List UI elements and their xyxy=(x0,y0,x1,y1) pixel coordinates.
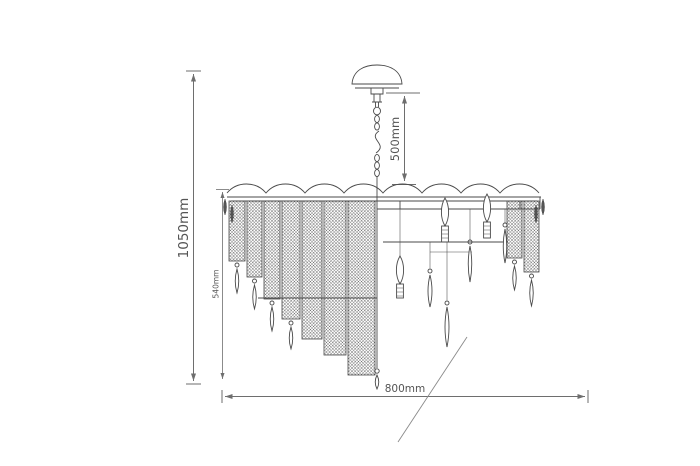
dimension-width: 800mm xyxy=(221,383,589,403)
crystal-strand xyxy=(347,200,376,376)
left-crystal-strands xyxy=(228,200,376,376)
center-column xyxy=(374,201,380,391)
crystal-drop xyxy=(427,274,433,308)
right-crystal-strands xyxy=(506,200,540,308)
candle-bulb xyxy=(395,255,405,299)
body-height-label: 540mm xyxy=(212,270,221,299)
suspension-chain xyxy=(372,94,382,201)
dimension-body-height: 540mm xyxy=(212,189,229,379)
dimension-suspension-height: 500mm xyxy=(386,92,420,185)
crystal-drop xyxy=(269,305,275,333)
crystal-drop xyxy=(444,306,450,348)
chain-break-squiggle xyxy=(374,130,381,154)
candle-bulb xyxy=(440,197,450,243)
candle-bulb xyxy=(482,193,492,239)
overall-height-label: 1050mm xyxy=(176,198,192,259)
crystal-drop xyxy=(467,245,473,283)
section-leader-line xyxy=(397,336,468,443)
crystal-drop xyxy=(234,267,240,295)
bottom-finial xyxy=(374,373,380,391)
crystal-strand xyxy=(506,200,523,259)
crystal-strand xyxy=(263,200,281,300)
crystal-strand xyxy=(323,200,347,356)
edge-crystal-drop xyxy=(223,198,227,216)
edge-crystal-drop xyxy=(541,198,545,216)
dimension-overall-height: 1050mm xyxy=(176,70,201,385)
crystal-strand xyxy=(523,200,540,273)
crystal-strand xyxy=(246,200,263,278)
crystal-drop xyxy=(502,228,508,264)
crystal-strand xyxy=(228,200,246,262)
crystal-strand xyxy=(281,200,301,320)
crystal-drop xyxy=(252,283,257,311)
width-label: 800mm xyxy=(385,383,426,395)
suspension-height-label: 500mm xyxy=(388,117,402,161)
crystal-strand xyxy=(301,200,323,340)
crystal-drop xyxy=(512,264,517,292)
candle-bulbs xyxy=(395,193,492,299)
right-crystal-drops xyxy=(427,222,508,348)
ceiling-canopy xyxy=(351,64,403,95)
crystal-drop xyxy=(288,325,294,351)
crystal-drop xyxy=(529,278,534,308)
